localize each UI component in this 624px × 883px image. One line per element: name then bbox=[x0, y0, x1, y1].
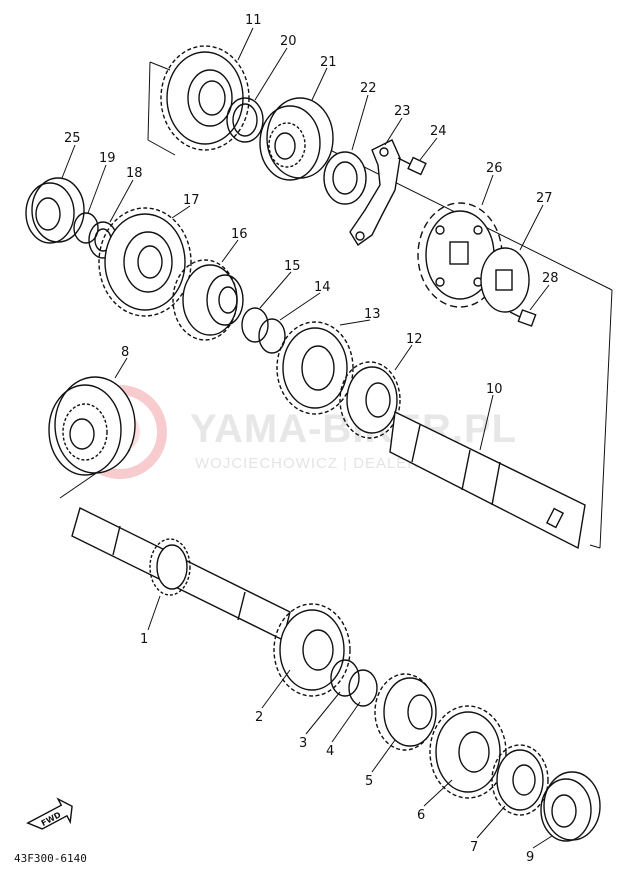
label-part-22: 22 bbox=[360, 81, 377, 96]
label-part-21: 21 bbox=[320, 55, 337, 70]
label-part-1: 1 bbox=[140, 632, 148, 647]
label-part-11: 11 bbox=[245, 13, 262, 28]
part-28-bolt bbox=[509, 309, 537, 327]
part-22-oil-seal bbox=[323, 151, 367, 205]
part-labels: 11 20 21 22 23 24 25 19 18 17 16 15 14 1… bbox=[64, 13, 559, 865]
label-part-15: 15 bbox=[284, 259, 301, 274]
part-7-gear bbox=[491, 744, 549, 816]
label-part-26: 26 bbox=[486, 161, 503, 176]
label-part-12: 12 bbox=[406, 332, 423, 347]
label-part-28: 28 bbox=[542, 271, 559, 286]
label-part-14: 14 bbox=[314, 280, 331, 295]
part-9-bearing bbox=[540, 771, 601, 842]
part-10-drive-axle bbox=[389, 410, 586, 550]
part-24-bolt bbox=[397, 156, 427, 176]
part-26-sprocket bbox=[417, 202, 503, 308]
part-8-bearing bbox=[48, 376, 136, 476]
part-1-main-axle bbox=[71, 506, 291, 642]
part-20-washer bbox=[226, 97, 264, 143]
part-25-bearing bbox=[25, 177, 85, 244]
part-14-circlip bbox=[258, 318, 286, 354]
part-11-gear bbox=[160, 45, 250, 151]
label-part-7: 7 bbox=[470, 840, 478, 855]
part-15-washer bbox=[241, 307, 269, 343]
label-part-8: 8 bbox=[121, 345, 129, 360]
diagram-code: 43F300-6140 bbox=[14, 852, 87, 865]
part-13-gear bbox=[276, 321, 354, 415]
part-23-retainer bbox=[349, 139, 401, 247]
part-4-circlip bbox=[348, 669, 378, 707]
part-6-gear bbox=[429, 705, 507, 799]
part-27-lock-washer bbox=[480, 247, 530, 313]
fwd-arrow-icon: FWD bbox=[26, 797, 73, 830]
part-16-gear bbox=[172, 259, 244, 341]
label-part-13: 13 bbox=[364, 307, 381, 322]
label-part-23: 23 bbox=[394, 104, 411, 119]
label-part-9: 9 bbox=[526, 850, 534, 865]
label-part-18: 18 bbox=[126, 166, 143, 181]
part-3-washer bbox=[330, 659, 360, 697]
label-part-24: 24 bbox=[430, 124, 447, 139]
part-12-gear bbox=[339, 361, 401, 439]
label-part-20: 20 bbox=[280, 34, 297, 49]
label-part-3: 3 bbox=[299, 736, 307, 751]
label-part-6: 6 bbox=[417, 808, 425, 823]
label-part-10: 10 bbox=[486, 382, 503, 397]
label-part-17: 17 bbox=[183, 193, 200, 208]
label-part-25: 25 bbox=[64, 131, 81, 146]
label-part-2: 2 bbox=[255, 710, 263, 725]
label-part-27: 27 bbox=[536, 191, 553, 206]
label-part-19: 19 bbox=[99, 151, 116, 166]
label-part-4: 4 bbox=[326, 744, 334, 759]
part-17-gear bbox=[98, 207, 192, 317]
label-part-5: 5 bbox=[365, 774, 373, 789]
part-5-gear bbox=[374, 673, 437, 751]
part-21-bearing bbox=[259, 97, 334, 181]
label-part-16: 16 bbox=[231, 227, 248, 242]
part-19-circlip bbox=[73, 212, 99, 244]
part-2-gear bbox=[273, 603, 351, 697]
leader-lines bbox=[61, 27, 553, 849]
